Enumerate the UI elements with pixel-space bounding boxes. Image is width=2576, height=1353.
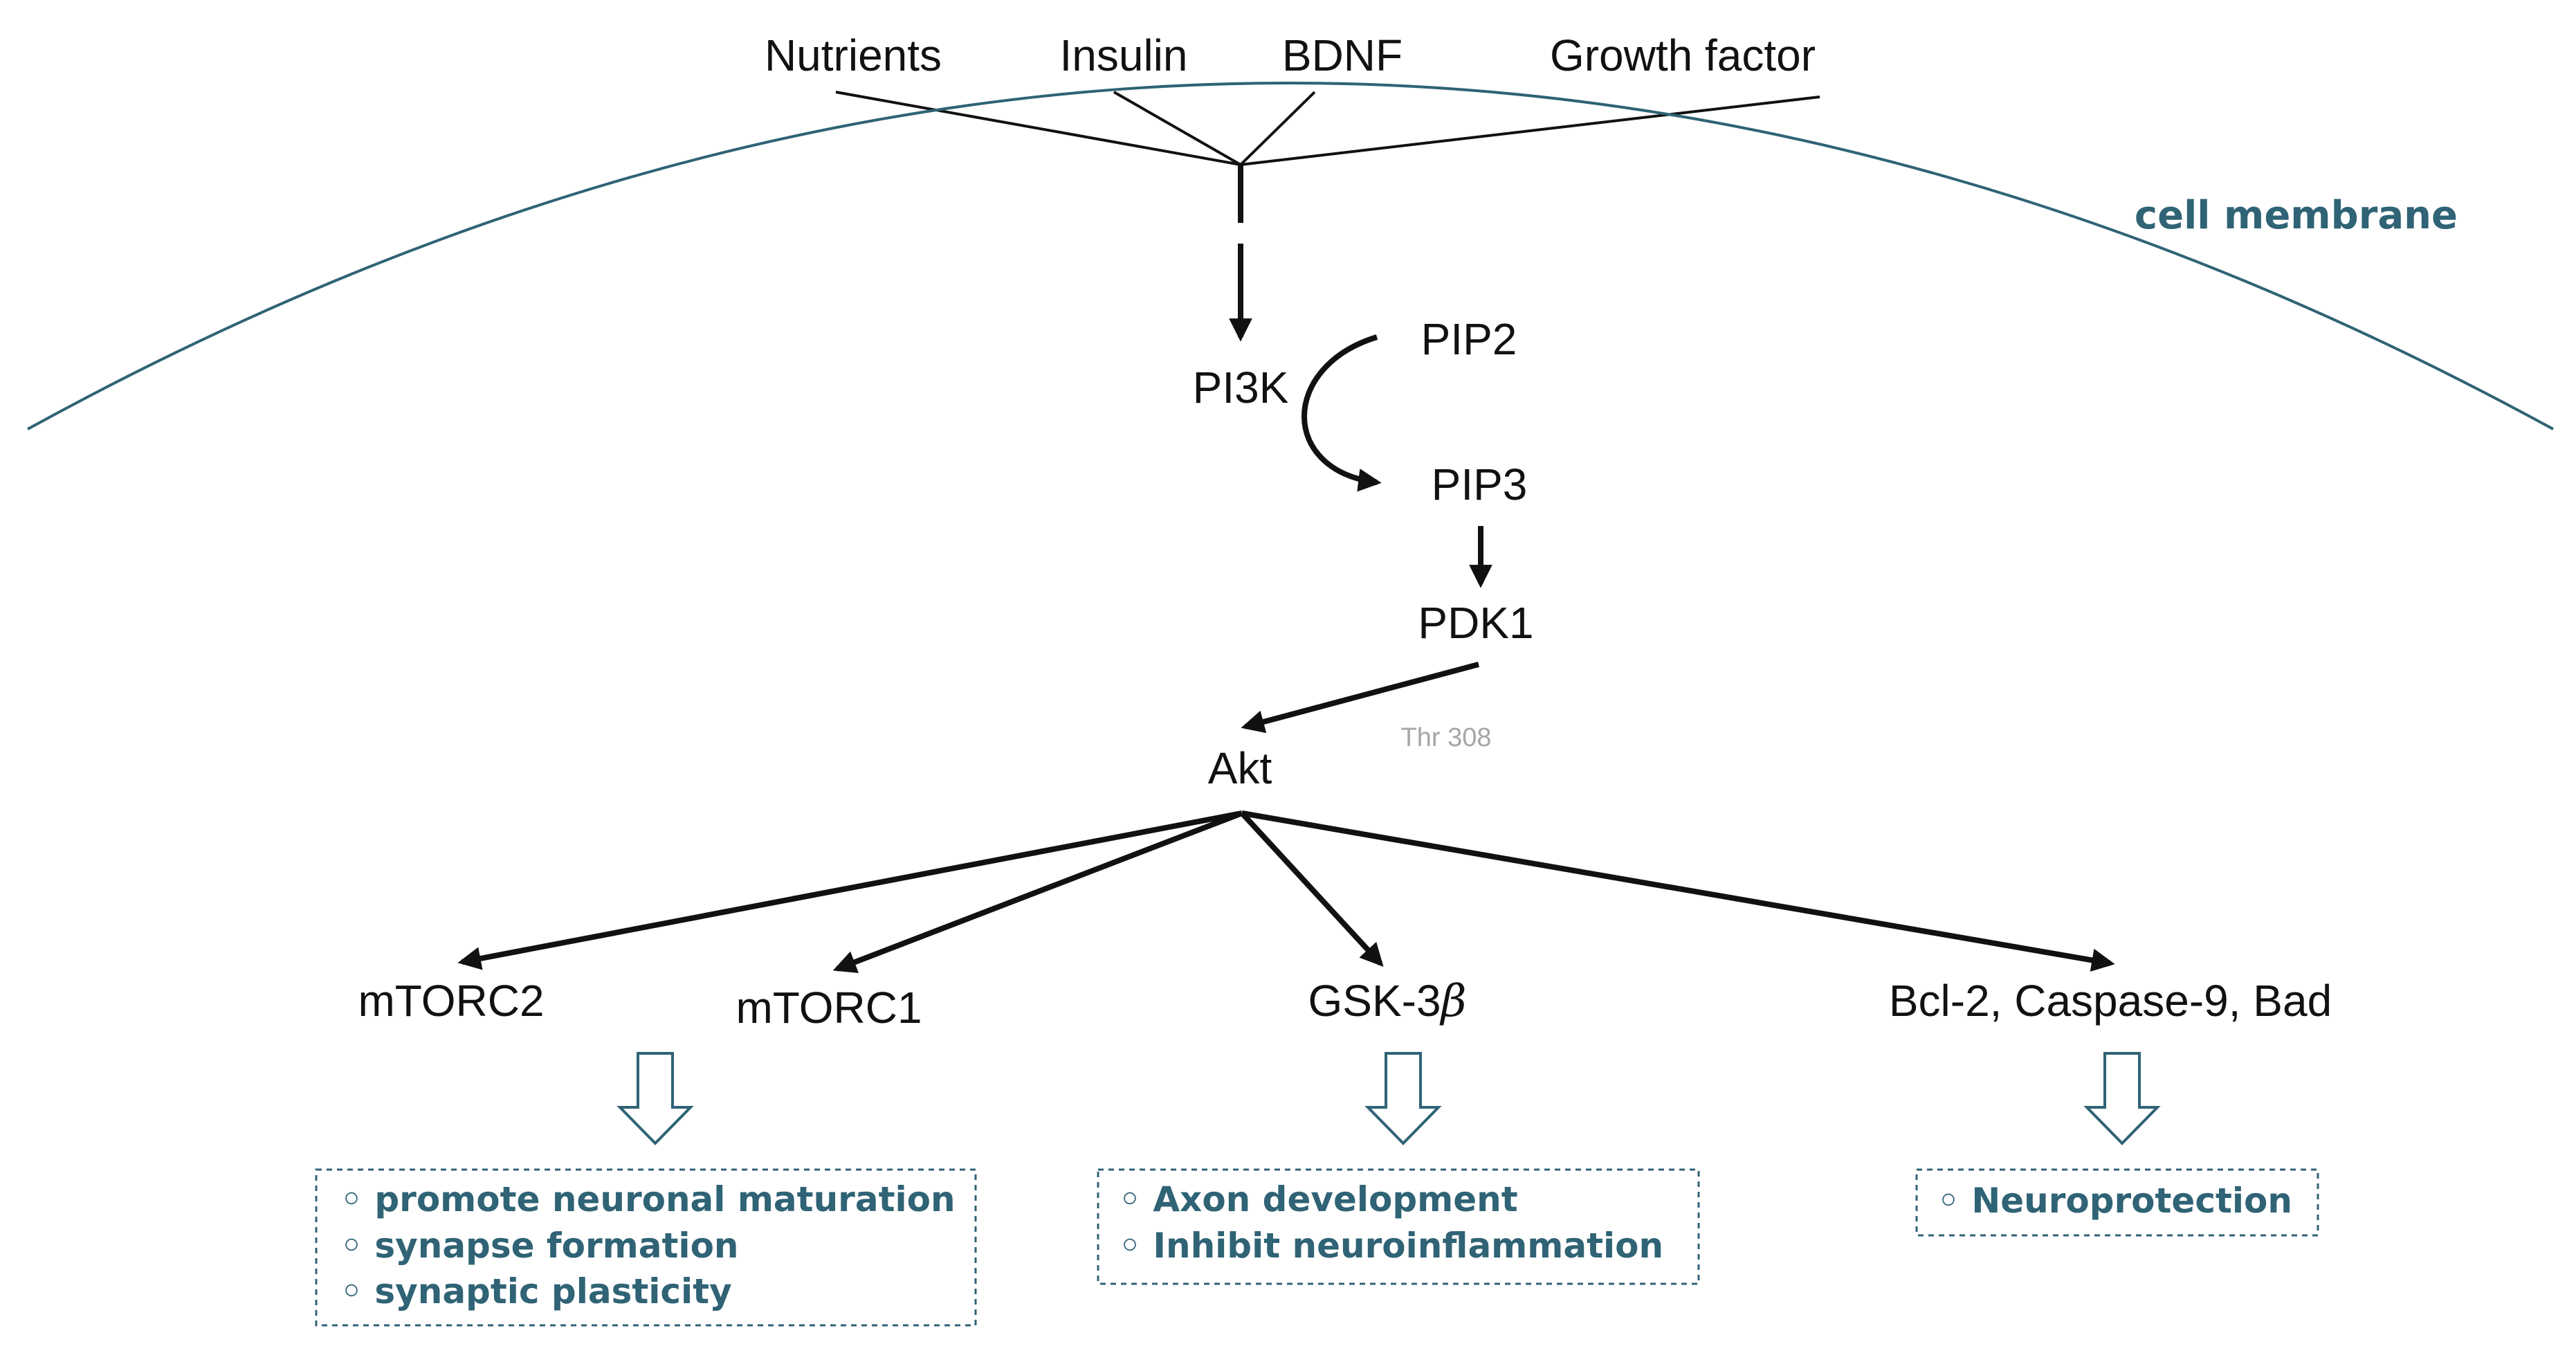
outcome-box-gsk <box>1097 1168 1700 1285</box>
input-growth-factor: Growth factor <box>1550 30 1816 80</box>
arrow-akt-to-apoptosis <box>1241 810 2115 972</box>
node-apoptosis-regulators: Bcl-2, Caspase-9, Bad <box>1889 976 2332 1026</box>
hollow-arrow-apoptosis <box>2083 1052 2161 1145</box>
annotation-thr308: Thr 308 <box>1401 723 1492 752</box>
arrow-akt-to-gsk3b <box>1240 811 1384 967</box>
node-pip3: PIP3 <box>1432 460 1528 509</box>
line-growth-factor <box>1240 96 1820 166</box>
cell-membrane-label: cell membrane <box>2135 193 2458 238</box>
node-gsk3b: GSK-3β <box>1308 976 1466 1027</box>
node-akt: Akt <box>1208 743 1272 793</box>
input-nutrients: Nutrients <box>765 30 942 80</box>
input-insulin: Insulin <box>1060 30 1188 80</box>
node-mtorc1: mTORC1 <box>736 983 922 1033</box>
beta-symbol: β <box>1440 976 1467 1027</box>
line-bdnf <box>1239 91 1316 166</box>
outcome-mtor-3: ◦ synaptic plasticity <box>340 1271 732 1311</box>
gsk3b-prefix: GSK-3 <box>1308 976 1441 1026</box>
node-pdk1: PDK1 <box>1418 598 1533 648</box>
cell-membrane-curve <box>27 82 2554 430</box>
node-pip2: PIP2 <box>1421 314 1517 364</box>
line-insulin <box>1113 91 1241 166</box>
arrow-akt-to-mtorc1 <box>832 810 1243 974</box>
hollow-arrow-gsk <box>1364 1052 1442 1145</box>
hollow-arrow-mtor <box>616 1052 694 1145</box>
node-pi3k: PI3K <box>1193 363 1289 412</box>
outcome-box-mtor <box>315 1168 977 1327</box>
outcome-gsk-1: ◦ Axon development <box>1119 1179 1518 1219</box>
arrow-akt-to-mtorc2 <box>457 810 1243 970</box>
outcome-gsk-2: ◦ Inhibit neuroinflammation <box>1119 1226 1663 1266</box>
outcome-apoptosis-1: ◦ Neuroprotection <box>1937 1181 2292 1221</box>
arrow-pip2-to-pip3 <box>1301 334 1382 492</box>
line-nutrients <box>835 91 1241 166</box>
arrow-pdk1-to-akt <box>1241 662 1480 734</box>
input-bdnf: BDNF <box>1282 30 1403 80</box>
outcome-mtor-1: ◦ promote neuronal maturation <box>340 1179 956 1219</box>
outcome-mtor-2: ◦ synapse formation <box>340 1226 739 1266</box>
node-mtorc2: mTORC2 <box>358 976 544 1026</box>
outcome-box-apoptosis <box>1915 1168 2319 1237</box>
